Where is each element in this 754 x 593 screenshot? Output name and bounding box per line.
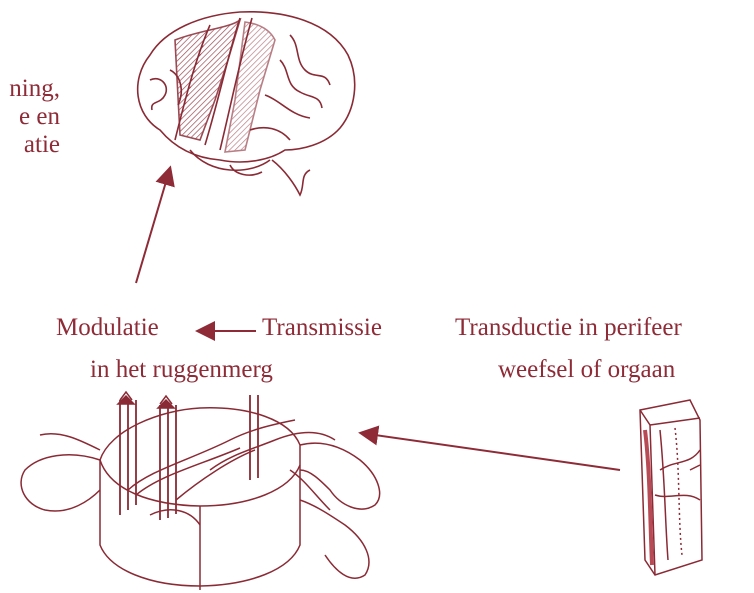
arrow-to-spinal-cord-icon — [368, 434, 620, 470]
spinal-cord-drawing-icon — [21, 392, 380, 590]
peripheral-tissue-drawing-icon — [640, 400, 702, 575]
brain-drawing-icon — [138, 12, 355, 195]
arrow-to-brain-icon — [136, 175, 168, 283]
